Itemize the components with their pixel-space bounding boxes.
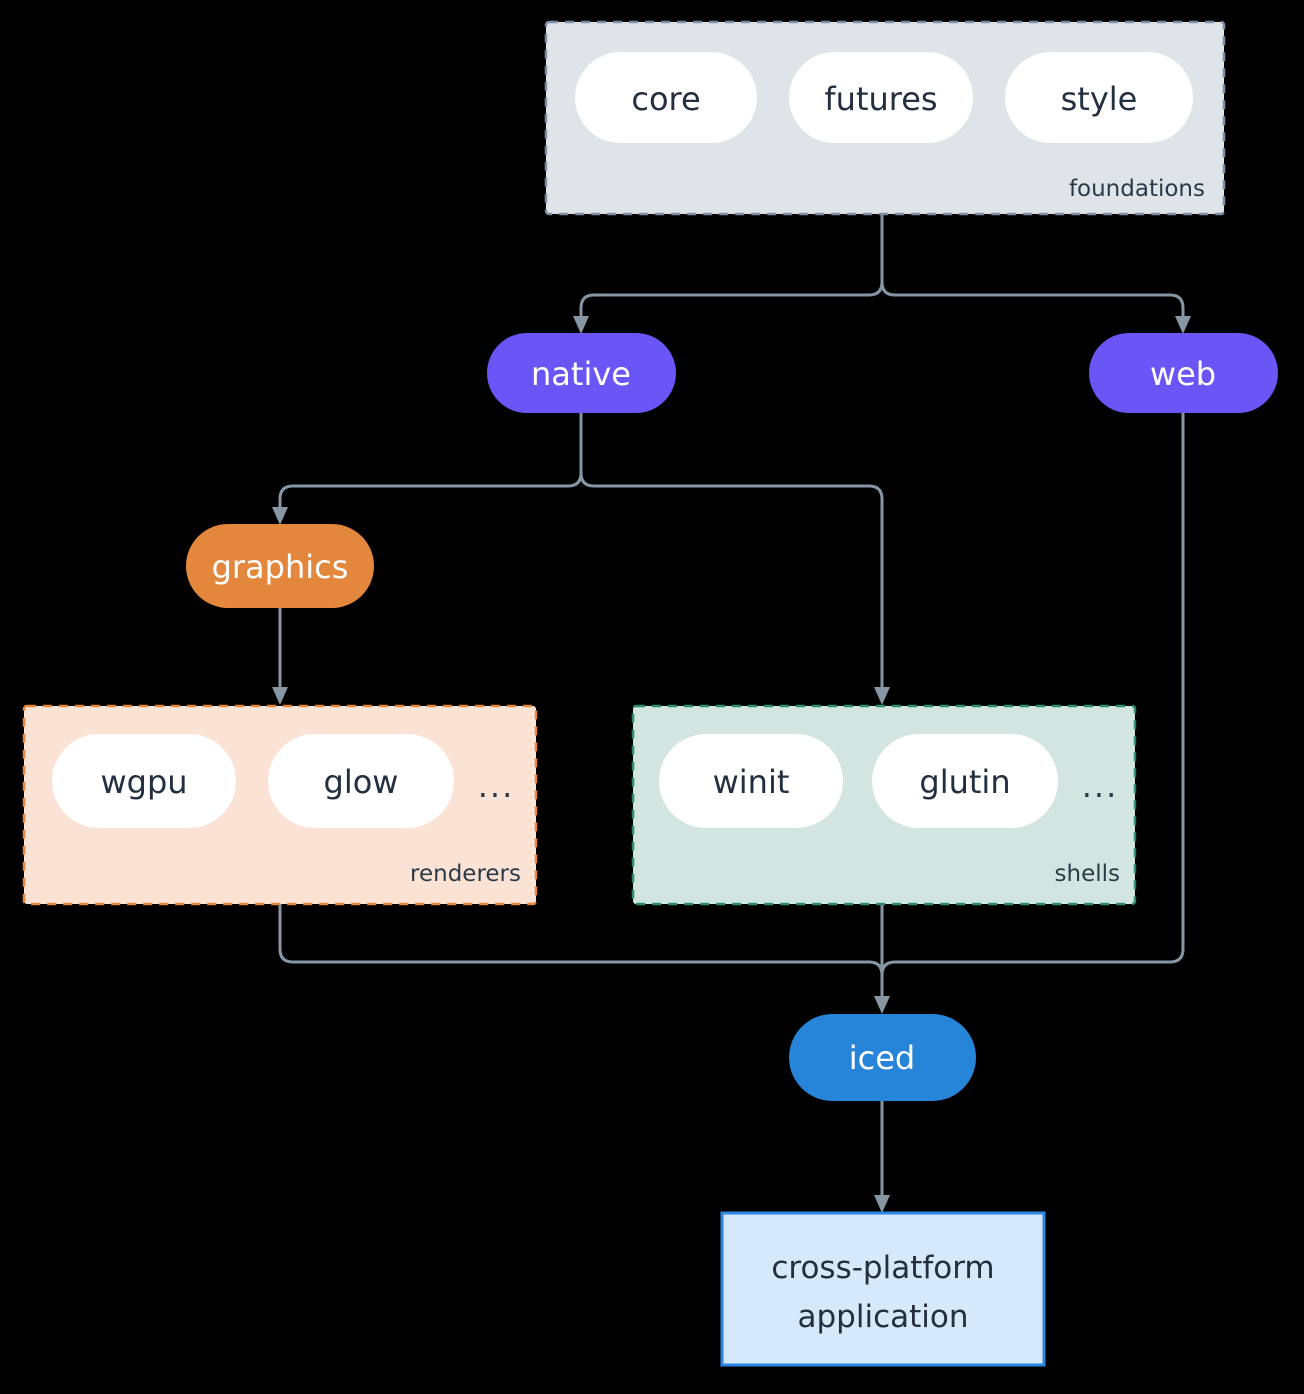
node-wgpu-label: wgpu — [100, 763, 187, 801]
node-application[interactable]: cross-platform application — [720, 1211, 1046, 1367]
node-graphics-label: graphics — [212, 548, 349, 586]
cluster-foundations[interactable]: foundations core futures style — [544, 20, 1226, 216]
node-application-label-line2: application — [798, 1299, 969, 1335]
node-style-label: style — [1061, 80, 1138, 118]
node-wgpu-shape — [52, 734, 236, 828]
arrowhead-to-graphics — [272, 507, 288, 525]
node-application-label-line1: cross-platform — [771, 1250, 994, 1286]
node-glow-label: glow — [324, 763, 399, 801]
arrowhead-to-web — [1175, 316, 1191, 334]
cluster-foundations-label: foundations — [1069, 176, 1205, 202]
arrowhead-to-renderers — [272, 687, 288, 705]
edge-renderers-to-iced — [278, 904, 884, 1000]
node-graphics-shape — [186, 524, 374, 608]
edge-web-to-iced — [880, 412, 1185, 1000]
cluster-renderers-label: renderers — [410, 861, 521, 887]
edge-native-split — [278, 412, 583, 513]
arrowhead-to-iced — [874, 996, 890, 1014]
node-core[interactable]: core — [575, 52, 757, 143]
node-core-label: core — [631, 80, 700, 118]
edge-foundations-to-web — [880, 281, 1185, 322]
node-application-shape — [720, 1211, 1046, 1367]
cluster-shells[interactable]: shells winit glutin ... — [631, 704, 1137, 906]
node-native-label: native — [531, 355, 631, 393]
node-winit-shape — [659, 734, 843, 828]
node-iced-label: iced — [849, 1039, 915, 1077]
node-style[interactable]: style — [1005, 52, 1193, 143]
node-renderers-overflow-label: ... — [478, 767, 515, 805]
node-futures-label: futures — [824, 80, 937, 118]
node-futures[interactable]: futures — [789, 52, 973, 143]
cluster-renderers[interactable]: renderers wgpu glow ... — [22, 704, 538, 906]
edge-foundations-split — [579, 215, 884, 322]
node-iced-shape — [789, 1014, 976, 1101]
node-winit-label: winit — [713, 763, 790, 801]
arrowhead-to-shells — [874, 687, 890, 705]
node-glutin[interactable]: glutin — [872, 734, 1058, 828]
node-iced[interactable]: iced — [789, 1014, 976, 1101]
node-style-shape — [1005, 52, 1193, 143]
node-web-shape — [1089, 333, 1278, 413]
node-winit[interactable]: winit — [659, 734, 843, 828]
node-graphics[interactable]: graphics — [186, 524, 374, 608]
node-futures-shape — [789, 52, 973, 143]
edge-native-to-shells — [579, 472, 884, 692]
node-web-label: web — [1150, 355, 1216, 393]
edge-layer — [272, 215, 1191, 1213]
node-glutin-shape — [872, 734, 1058, 828]
cluster-shells-label: shells — [1055, 861, 1120, 887]
node-native[interactable]: native — [487, 333, 676, 413]
node-glutin-label: glutin — [919, 763, 1010, 801]
node-shells-overflow-label: ... — [1082, 767, 1119, 805]
node-core-shape — [575, 52, 757, 143]
node-web[interactable]: web — [1089, 333, 1278, 413]
node-glow-shape — [268, 734, 454, 828]
node-glow[interactable]: glow — [268, 734, 454, 828]
arrowhead-to-application — [874, 1195, 890, 1213]
node-native-shape — [487, 333, 676, 413]
arrowhead-to-native — [573, 316, 589, 334]
node-wgpu[interactable]: wgpu — [52, 734, 236, 828]
